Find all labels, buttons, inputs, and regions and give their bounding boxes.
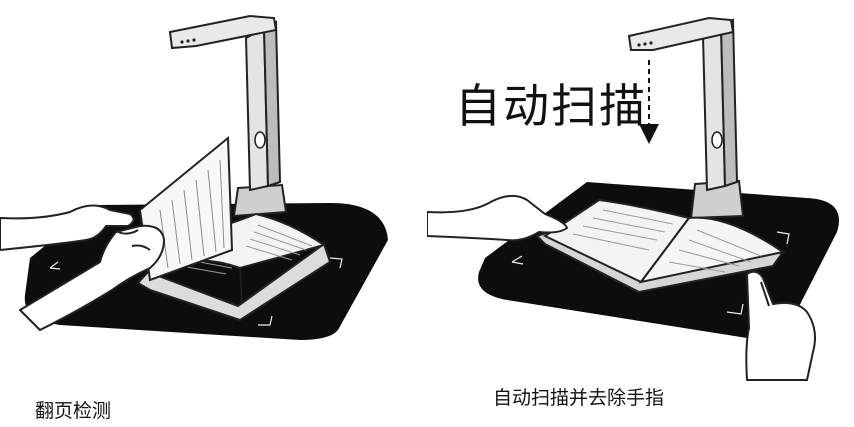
arrow-down-icon xyxy=(639,60,659,144)
hand-icon xyxy=(0,204,165,331)
page-turn-caption: 翻页检测 xyxy=(35,400,112,422)
scanner-icon xyxy=(168,14,288,218)
auto-scan-caption: 自动扫描并去除手指 xyxy=(493,387,665,409)
auto-scan-panel: 自动扫描 自动扫描并去除手指 xyxy=(427,0,854,427)
auto-scan-label: 自动扫描 xyxy=(455,79,647,133)
hand-icon xyxy=(427,194,816,381)
mat-corner-marks xyxy=(49,257,343,326)
page-turn-illustration xyxy=(0,14,388,340)
auto-scan-illustration xyxy=(427,16,839,381)
mat-corner-marks xyxy=(511,231,790,315)
page-turn-detection-panel: 翻页检测 xyxy=(0,14,388,422)
book-icon xyxy=(535,198,786,294)
scanner-icon xyxy=(627,16,745,220)
